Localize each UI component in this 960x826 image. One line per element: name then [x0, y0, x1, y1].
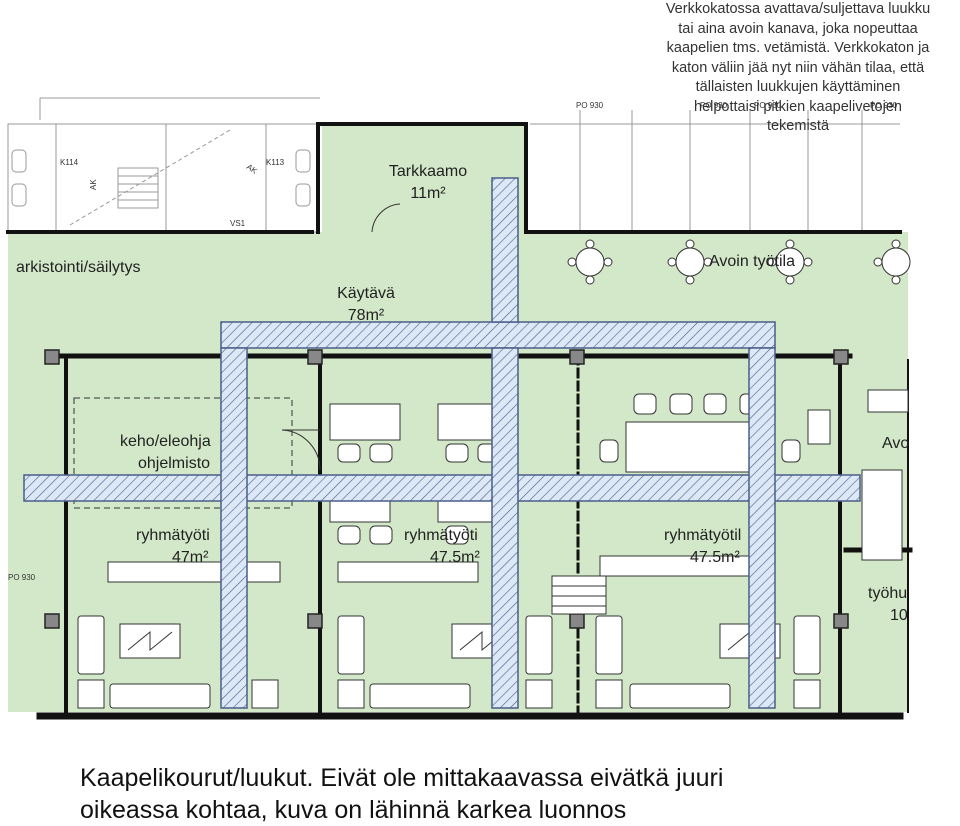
label-k113: K113 — [266, 158, 285, 167]
note-line: tai aina avoin kanava, joka nopeuttaa — [678, 20, 918, 37]
corridor-name: Käytävä — [337, 285, 395, 302]
duct-horizontal-upper — [220, 321, 776, 349]
caption-line-1: Kaapelikourut/luukut. Eivät ole mittakaa… — [80, 764, 724, 792]
walls — [6, 122, 913, 720]
label-po-1: PO 930 — [576, 101, 604, 110]
keho-dashed-area — [73, 397, 293, 509]
note-line: kaapelien tms. vetämistä. Verkkokaton ja — [666, 40, 930, 56]
label-ak-1: AK — [89, 179, 98, 190]
avo-label: Avo — [882, 435, 909, 452]
archive-label: arkistointi/säilytys — [16, 259, 140, 276]
note-line: katon väliin jää nyt niin vähän tilaa, e… — [671, 59, 925, 76]
group2-area: 47.5m² — [430, 549, 480, 566]
caption-line-2: oikeassa kohtaa, kuva on lähinnä karkea … — [80, 796, 627, 824]
group2-name: ryhmätyöti — [404, 527, 478, 544]
stairs — [551, 575, 607, 615]
label-po-2: PO 930 — [700, 101, 728, 110]
open-office-tables — [567, 239, 911, 285]
keho-label-line1: keho/eleohja — [120, 433, 211, 450]
group3-area: 47.5m² — [690, 549, 740, 566]
tarkkaamo-name: Tarkkaamo — [389, 163, 467, 180]
duct-vertical-left — [220, 347, 248, 709]
cable-ducts — [23, 177, 861, 709]
keho-label-line2: ohjelmisto — [138, 455, 210, 472]
room-labels: Tarkkaamo 11m² arkistointi/säilytys Käyt… — [16, 163, 909, 624]
tarkkaamo-area: 11m² — [410, 185, 446, 202]
duct-vertical-center — [491, 347, 519, 709]
tyohuone-label: työhu — [868, 585, 907, 602]
corridor-area: 78m² — [348, 307, 385, 324]
note-line: tekemistä — [766, 118, 830, 134]
caption: Kaapelikourut/luukut. Eivät ole mittakaa… — [80, 762, 940, 826]
note-line: helpottaisi pitkien kaapelivetojen — [694, 98, 902, 115]
tyohuone-area: 10 — [890, 607, 908, 624]
duct-vertical-right — [748, 347, 776, 709]
label-po-4: PO 930 — [870, 101, 898, 110]
note-line: Verkkokatossa avattava/suljettava luukku — [665, 1, 931, 17]
sofas — [77, 615, 821, 709]
group3-name: ryhmätyötil — [664, 527, 741, 544]
small-labels: K114 K113 AK AK VS1 PO 930 PO 930 PO 930… — [8, 101, 898, 582]
label-k114: K114 — [60, 158, 79, 167]
label-po-3: PO 930 — [754, 101, 782, 110]
door-arcs — [281, 203, 401, 471]
label-ak-2: AK — [245, 162, 259, 176]
duct-vertical-center-top — [491, 177, 519, 323]
columns — [44, 349, 849, 629]
open-office-label: Avoin työtila — [709, 253, 795, 270]
duct-horizontal-lower — [23, 474, 861, 502]
label-vs1: VS1 — [230, 219, 246, 228]
annotation-note: Verkkokatossa avattava/suljettava luukku… — [636, 0, 960, 137]
note-line: tällaisten luukkujen käyttäminen — [695, 79, 901, 95]
benches — [107, 389, 909, 583]
group1-name: ryhmätyöti — [136, 527, 210, 544]
label-po-5: PO 930 — [8, 573, 36, 582]
group1-area: 47m² — [172, 549, 209, 566]
